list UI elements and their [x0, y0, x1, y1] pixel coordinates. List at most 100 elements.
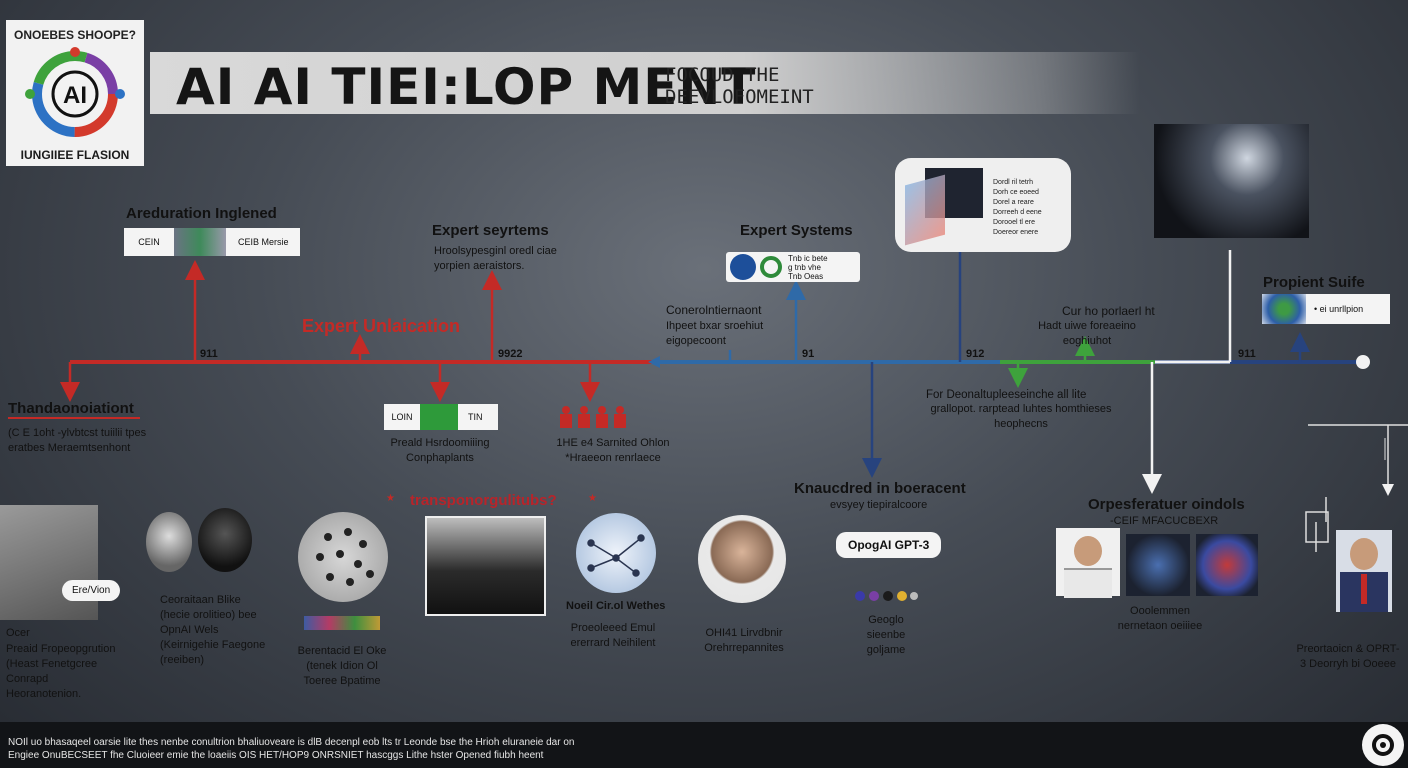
circle-button-icon: [1372, 734, 1394, 756]
year-label-3: 91: [802, 348, 815, 360]
network-photo: [1154, 124, 1309, 238]
footer-bar: [0, 722, 1408, 768]
node-7-chip-image: [1262, 294, 1306, 324]
year-label-4: 912: [966, 348, 985, 360]
network-circle-image: [576, 513, 656, 593]
node-6-heading: Cur ho porlaerl ht: [1062, 304, 1155, 318]
below-2-desc: Preald Hsrdoomiiing Conphaplants: [390, 437, 490, 464]
person-6-image: [698, 515, 786, 603]
year-label-5: 911: [1238, 348, 1256, 360]
logo-center-text: AI: [63, 82, 87, 109]
diagram-item-4: Dorreeh d eene: [993, 209, 1042, 216]
below-2-chip: LOIN TIN: [384, 404, 498, 430]
diagram-item-1: Dordl ril tetrh: [993, 179, 1034, 186]
group-photo: [425, 516, 546, 616]
device-sketch-icon: [1305, 497, 1329, 552]
person-9-face: [1350, 538, 1378, 570]
person-8-body: [1064, 568, 1112, 598]
node-5-desc: Ihpeet bxar sroehiut eigopecoont: [666, 320, 764, 347]
bullet-star-icon-2: ★: [588, 493, 597, 504]
network-graph: [587, 534, 645, 577]
node-2-heading: Expert Unlaication: [302, 316, 461, 336]
node-8-heading: Knaucdred in boeracent: [794, 480, 966, 497]
diagram-card: Dordl ril tetrh Dorh ce eoeed Dorel a re…: [895, 158, 1071, 252]
node-1-chip-left: CEIN: [138, 237, 160, 247]
bullet-star-icon: ★: [386, 493, 395, 504]
diagram-image-2: [1196, 534, 1258, 596]
person-1-bubble: Ere/Vion: [62, 580, 121, 601]
person-2-caption: Ceoraitaan Blike (hecie orolitieo) bee O…: [160, 594, 266, 666]
person-5-caption: Proeoleeed Emul ererrard Neihilent: [570, 622, 656, 649]
person-9-tie: [1361, 574, 1367, 604]
person-5-heading: Noeil Cir.ol Wethes: [566, 600, 666, 612]
page-subtitle: FOCOUD THE DEEVLOFOMEINT: [665, 64, 845, 108]
node-4-green-icon: [760, 256, 782, 278]
person-1-caption: Preaid Fropeopgrution (Heast Fenetgcree …: [6, 643, 116, 700]
title-banner: [150, 52, 1140, 114]
diagram-item-5: Dorooel tl ere: [993, 219, 1036, 226]
logo-bottom-text: IUNGIIEE FLASION: [20, 148, 130, 162]
dots-pattern: [316, 528, 374, 586]
footer-line-2: Engiee OnuBECSEET fhe Cluoieer emie the …: [8, 750, 544, 761]
below-3-desc: 1HE e4 Sarnited Ohlon *Hraeeon renrlaece: [556, 437, 670, 464]
node-9-desc: grallopot. rarptead luhtes homthieses he…: [930, 403, 1112, 430]
page-title: AI AI TIEI:LOP MENT: [176, 58, 757, 116]
timeline-end-dot: [1356, 355, 1370, 369]
node-4-chip: Tnb ic bete g tnb vhe Tnb Oeas: [726, 252, 860, 282]
footer-line-1: NOIl uo bhasaqeel oarsie lite thes nenbe…: [8, 737, 575, 748]
diagram-item-6: Doereor enere: [993, 229, 1039, 236]
node-1-chip: CEIN CEIB Mersie: [124, 228, 300, 256]
person-3-caption: Berentacid El Oke (tenek Idion Ol Toeree…: [297, 645, 387, 687]
node-7-heading: Propient Suife: [1263, 274, 1365, 291]
ai-logo-icon: AI: [25, 47, 125, 137]
node-3-heading: Expert seyrtems: [432, 222, 549, 239]
diagram-item-3: Dorel a reare: [993, 199, 1034, 206]
person-8-face: [1074, 536, 1102, 566]
person-1-caption-top: Ocer: [6, 627, 30, 639]
subtitle-line-1: FOCOUD THE: [665, 64, 780, 86]
subtitle-line-2: DEEVLOFOMEINT: [665, 86, 814, 108]
diagram-image-1: [1126, 534, 1190, 596]
color-bar-image: [304, 616, 380, 630]
node-9-heading: For Deonaltupleeseinche all lite: [926, 389, 1087, 401]
node-1-chip-image: [174, 228, 226, 256]
node-4-chip-text: Tnb ic bete g tnb vhe Tnb Oeas: [788, 253, 828, 281]
diagram-item-2: Dorh ce eoeed: [993, 189, 1039, 196]
person-1-image: [0, 505, 98, 620]
dots-circle-image: [298, 512, 388, 602]
diagram-card-list: Dordl ril tetrh Dorh ce eoeed Dorel a re…: [993, 178, 1042, 238]
below-2-chip-right: TIN: [468, 412, 483, 422]
figure-icons-group: [560, 406, 626, 428]
logo-top-text: ONOEBES SHOOPE?: [13, 28, 137, 42]
person-2a-image: [146, 512, 192, 572]
timeline-diagram: [8, 250, 1408, 496]
node-8-desc: evsyey tiepiralcoore: [830, 499, 928, 511]
node-5-heading: Conerolntiernaont: [666, 303, 762, 317]
below-2-chip-image: [420, 404, 458, 430]
node-7-chip-text: • ei unrllpion: [1314, 304, 1364, 314]
node-10-desc: -CEIF MFACUCBEXR: [1110, 515, 1219, 527]
year-label-1: 911: [200, 348, 218, 360]
person-9-image: [1336, 530, 1392, 612]
color-dots-icon: [855, 591, 918, 601]
circle-button[interactable]: [1362, 724, 1404, 766]
year-label-2: 9922: [498, 348, 523, 360]
node-1-heading: Areduration Inglened: [126, 205, 277, 222]
below-2-chip-left: LOIN: [391, 412, 413, 422]
person-2b-image: [198, 508, 252, 572]
person-8-caption: Ooolemmen nernetaon oeiiiee: [1117, 605, 1203, 632]
person-7-bubble: OpogAI GPT-3: [836, 532, 942, 558]
person-6-caption: OHI41 Lirvdbnir Orehrrepannites: [704, 627, 784, 654]
person-7-caption: Geoglo sieenbe goljame: [866, 614, 906, 656]
node-4-blue-icon: [730, 254, 756, 280]
person-9-caption: Preortaoicn & OPRT-3 Deorryh bi Ooeee: [1296, 643, 1400, 670]
diagram-card-shape: [905, 174, 945, 246]
person-4-heading: transponorgulitubs?: [410, 492, 557, 509]
node-3-desc: Hroolsypesginl oredl ciae yorpien aerais…: [434, 245, 557, 272]
node-1-chip-right: CEIB Mersie: [238, 237, 289, 247]
node-10-heading: Orpesferatuer oindols: [1088, 496, 1245, 513]
node-4-heading: Expert Systems: [740, 222, 853, 239]
footer-text: NOIl uo bhasaqeel oarsie lite thes nenbe…: [8, 736, 708, 762]
node-6-desc: Hadt uiwe foreaeino eoghiuhot: [1038, 320, 1136, 347]
person-8-image: [1056, 528, 1120, 598]
